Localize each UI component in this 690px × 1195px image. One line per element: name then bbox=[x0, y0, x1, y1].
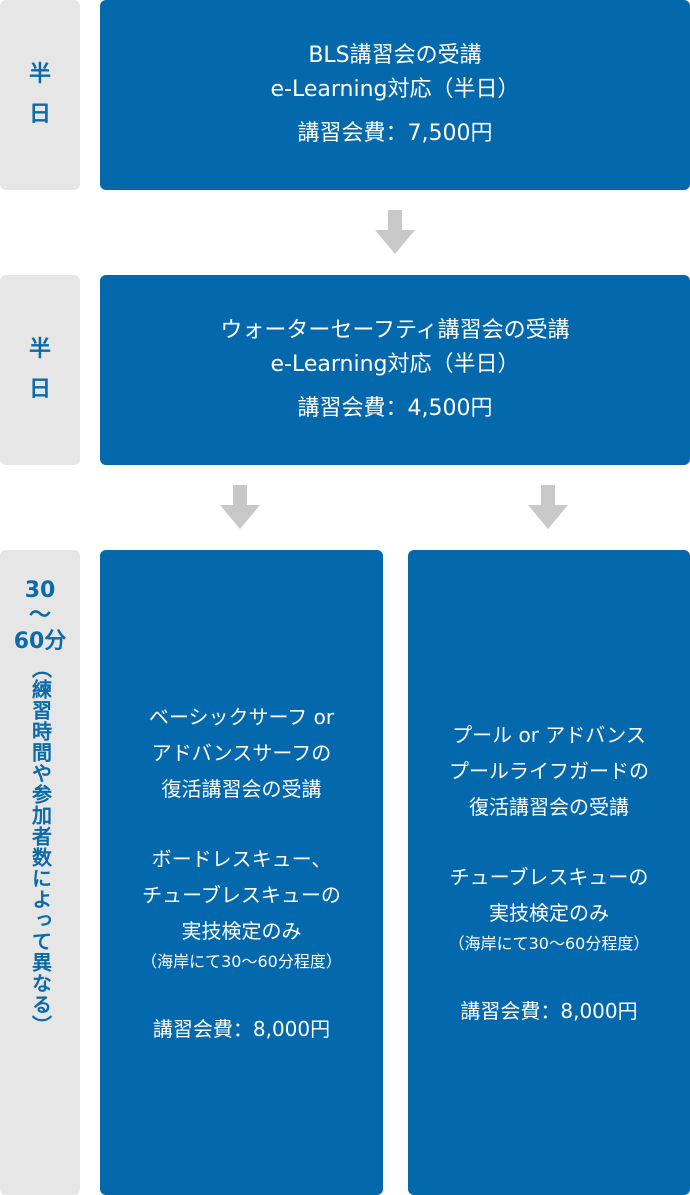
surf-title-line: アドバンスサーフの bbox=[151, 740, 332, 765]
final-box-surf: ベーシックサーフ or アドバンスサーフの 復活講習会の受講 ボードレスキュー、… bbox=[100, 550, 383, 1195]
surf-title-line: ベーシックサーフ or bbox=[148, 704, 335, 729]
step1-title-line: BLS講習会の受講 bbox=[308, 43, 482, 68]
duration-char: 日 bbox=[28, 377, 51, 402]
down-arrow-icon bbox=[375, 210, 415, 254]
step2-box-water-safety: ウォーターセーフティ講習会の受講 e-Learning対応（半日） 講習会費：4… bbox=[100, 275, 690, 465]
pool-test-line: 実技検定のみ bbox=[489, 900, 609, 925]
duration-label-final: 30 ～ 60分 （練習時間や参加者数によって異なる） bbox=[0, 550, 80, 1195]
down-arrow-icon bbox=[220, 485, 260, 529]
down-arrow-icon bbox=[528, 485, 568, 529]
step1-fee: 講習会費：7,500円 bbox=[297, 121, 493, 146]
duration-label-step1: 半 日 bbox=[0, 0, 80, 190]
duration-number: 60分 bbox=[13, 628, 67, 654]
surf-title-line: 復活講習会の受講 bbox=[161, 776, 322, 801]
duration-number: 30 bbox=[24, 578, 56, 603]
duration-char: 日 bbox=[28, 102, 51, 127]
pool-title-line: プールライフガードの bbox=[449, 758, 649, 783]
surf-note: （海岸にて30～60分程度） bbox=[141, 951, 342, 971]
duration-note: （練習時間や参加者数によって異なる） bbox=[28, 657, 53, 1036]
pool-note: （海岸にて30～60分程度） bbox=[448, 933, 650, 953]
duration-label-step2: 半 日 bbox=[0, 275, 80, 465]
final-box-pool: プール or アドバンス プールライフガードの 復活講習会の受講 チューブレスキ… bbox=[408, 550, 690, 1195]
pool-title-line: プール or アドバンス bbox=[452, 722, 646, 747]
surf-test-line: チューブレスキューの bbox=[142, 882, 341, 907]
step2-title-line: e-Learning対応（半日） bbox=[270, 352, 520, 377]
pool-fee: 講習会費：8,000円 bbox=[460, 998, 638, 1023]
duration-char: 半 bbox=[28, 337, 51, 362]
step1-title-line: e-Learning対応（半日） bbox=[270, 77, 520, 102]
step1-box-bls: BLS講習会の受講 e-Learning対応（半日） 講習会費：7,500円 bbox=[100, 0, 690, 190]
duration-char: 半 bbox=[28, 62, 51, 87]
surf-fee: 講習会費：8,000円 bbox=[152, 1016, 331, 1041]
duration-number: ～ bbox=[28, 603, 51, 629]
pool-test-line: チューブレスキューの bbox=[449, 864, 649, 889]
surf-test-line: 実技検定のみ bbox=[181, 918, 302, 943]
surf-test-line: ボードレスキュー、 bbox=[151, 846, 332, 871]
step2-title-line: ウォーターセーフティ講習会の受講 bbox=[220, 318, 570, 343]
step2-fee: 講習会費：4,500円 bbox=[297, 396, 493, 421]
pool-title-line: 復活講習会の受講 bbox=[469, 794, 629, 819]
